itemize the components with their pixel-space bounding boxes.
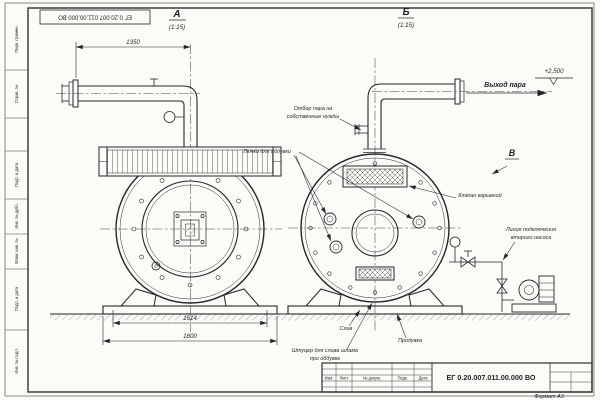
corner-stamp-number: ЕГ 0.20.007.011.00.000 ВО [58, 13, 132, 19]
callout-elevation: +2,500 [544, 68, 564, 75]
base-plate-a [102, 305, 278, 315]
tb-col-podp: Подп. [398, 376, 409, 381]
explosion-valve [342, 165, 408, 188]
dim-base-width: 1800 [183, 333, 197, 340]
tb-col-data: Дата [418, 376, 428, 381]
tb-col-izm: Изм. [325, 376, 334, 381]
callout-steam-own-2: собственные нужды [287, 114, 339, 120]
ash-pan [355, 266, 395, 281]
margin-cell-labels: Перв. примен. Справ. № Подп. и дата Инв.… [14, 25, 19, 373]
elevation-mark [535, 77, 573, 86]
pressure-gauge-b [449, 236, 461, 248]
callout-hatches: Лючки для обдувки [242, 149, 291, 155]
callout-pump-line-2: второго насоса [511, 235, 552, 241]
view-b-scale: (1:15) [398, 22, 414, 29]
title-block [321, 362, 593, 393]
callout-steam-own-1: Отбор пара на [294, 106, 333, 112]
ground [50, 313, 570, 321]
dim-pipe-length: 1350 [126, 39, 140, 46]
dimension-lines [75, 42, 278, 345]
valve-2 [496, 278, 508, 294]
dimension-labels: 1350 1614 1800 [126, 39, 197, 340]
callout-pump-line-1: Линия подключения [505, 227, 556, 233]
valve-1 [460, 256, 476, 268]
margin-cell-1: Справ. № [14, 84, 19, 103]
margin-cell-3: Инв. № дубл. [14, 203, 19, 228]
leader-lines [169, 17, 573, 350]
door-lock-mechanism [173, 211, 207, 247]
margin-cell-2: Подп. и дата [14, 162, 19, 187]
callout-labels: Отбор пара на собственные нужды Лючки дл… [242, 68, 564, 362]
title-block-labels: Изм. Лист № докум. Подп. Дата ЕГ 0.20.00… [325, 373, 564, 400]
pressure-gauge-a [163, 111, 176, 123]
blow-hatches-holes [323, 212, 426, 254]
margin-cell-0: Перв. примен. [14, 25, 19, 52]
margin-cell-6: Инв. № подл. [14, 348, 19, 374]
side-piping [449, 236, 557, 313]
view-a-letter: А [172, 9, 180, 20]
callout-blowdown: Продувка [398, 338, 422, 344]
dim-inner-width: 1614 [183, 315, 197, 322]
door-a [141, 180, 239, 278]
door-drain-hole [151, 261, 161, 271]
callout-steam-out: Выход пара [484, 81, 526, 89]
corner-stamp: ЕГ 0.20.007.011.00.000 ВО [39, 9, 151, 25]
tb-col-list: Лист [340, 376, 349, 381]
margin-cell-5: Подп. и дата [14, 286, 19, 311]
manhole [351, 209, 399, 257]
steam-pipe-a [61, 78, 198, 147]
sheet-frame [4, 2, 595, 397]
callout-explosion-valve: Клапан взрывной [458, 192, 502, 199]
base-plate-b [287, 305, 463, 315]
steam-pipe-b [354, 78, 465, 153]
callout-sludge-2: при обдувке [310, 356, 341, 362]
centerlines [56, 44, 552, 332]
tb-doc-number: ЕГ 0.20.007.011.00.000 ВО [446, 373, 535, 382]
view-a-vessel [61, 78, 282, 315]
margin-column [5, 69, 28, 331]
view-b-letter: Б [402, 7, 409, 18]
finned-header-band [98, 146, 282, 177]
view-b-vessel [287, 78, 557, 315]
callout-drain: Слив [340, 326, 353, 332]
rim-bolts [308, 161, 442, 295]
tb-col-dokum: № докум. [363, 376, 381, 381]
view-labels: А (1:15) Б (1:15) В [169, 7, 516, 158]
view-v-arrow [491, 165, 508, 175]
supports-a [102, 288, 278, 315]
callout-sludge-1: Штуцер для слива шлама [292, 348, 358, 354]
margin-cell-4: Взам. инв. № [14, 238, 19, 264]
supports-b [287, 288, 463, 315]
second-pump [502, 275, 557, 313]
shell-b [300, 153, 450, 303]
format-label: Формат А3 [534, 394, 564, 400]
view-v-letter: В [509, 148, 516, 158]
view-a-scale: (1:15) [169, 24, 185, 31]
